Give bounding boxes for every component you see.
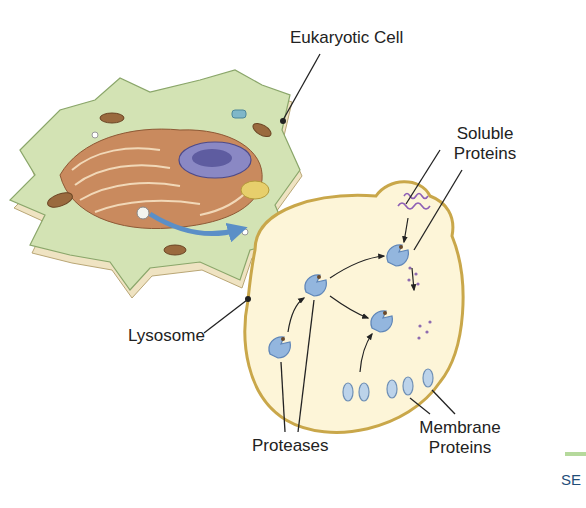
- part-label: Lysosome: [128, 326, 228, 346]
- brand-bar: [565, 452, 586, 456]
- soluble-protein: [398, 194, 430, 210]
- part-label: Membrane Proteins: [400, 418, 520, 458]
- part-label: Eukaryotic Cell: [290, 28, 450, 48]
- protein-fragment: [407, 266, 431, 339]
- part-label: Soluble Proteins: [440, 124, 530, 164]
- protease-enzyme: [269, 245, 408, 358]
- zoom-arrow: [150, 214, 238, 234]
- process-arrow: [288, 218, 414, 372]
- leader-line: [204, 54, 462, 432]
- lysosome-membrane: [245, 182, 463, 433]
- leader-dot: [245, 118, 286, 302]
- part-label: SE: [561, 470, 586, 490]
- part-label: Proteases: [252, 436, 362, 456]
- membrane-protein: [343, 369, 433, 401]
